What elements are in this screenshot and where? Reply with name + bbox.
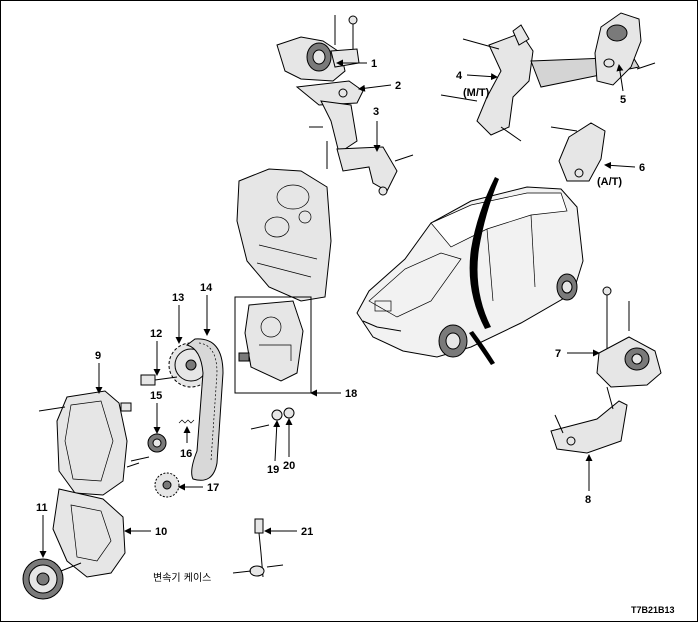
right-engine-mount — [550, 286, 662, 454]
callout-10: 10 — [155, 526, 167, 538]
upper-engine-mount — [276, 15, 414, 196]
callout-17: 17 — [207, 482, 219, 494]
tensioner-pulley — [120, 402, 167, 462]
callout-19: 19 — [267, 464, 279, 476]
engine-block — [236, 168, 332, 302]
car-illustration — [356, 177, 584, 365]
callout-13: 13 — [172, 292, 184, 304]
callout-20: 20 — [283, 460, 295, 472]
callout-8: 8 — [585, 494, 591, 506]
callout-14: 14 — [200, 282, 213, 294]
note-mt: (M/T) — [463, 87, 490, 99]
crankshaft-sprocket — [154, 472, 180, 498]
callout-7: 7 — [555, 348, 561, 360]
callout-2: 2 — [395, 80, 401, 92]
callout-5: 5 — [620, 94, 626, 106]
timing-belt — [185, 338, 224, 481]
callout-21: 21 — [301, 526, 313, 538]
note-transmission-case: 변속기 케이스 — [153, 572, 211, 584]
callout-12: 12 — [150, 328, 162, 340]
callout-16: 16 — [180, 448, 192, 460]
callout-6: 6 — [639, 162, 645, 174]
callout-15: 15 — [150, 390, 162, 402]
transmission-mount — [440, 12, 656, 182]
rear-cover-group — [234, 296, 312, 430]
callout-18: 18 — [345, 388, 357, 400]
timing-cover-upper — [38, 390, 140, 496]
callout-3: 3 — [373, 106, 379, 118]
note-at: (A/T) — [597, 176, 622, 188]
callout-9: 9 — [95, 350, 101, 362]
callout-labels: 1 2 3 4 5 6 7 8 9 10 11 12 13 14 15 16 1… — [36, 58, 675, 615]
timing-cover-lower — [52, 488, 126, 578]
camshaft-bolt — [140, 374, 178, 386]
tensioner-spring — [178, 419, 195, 424]
callout-11: 11 — [36, 502, 48, 514]
speed-sensor — [232, 518, 284, 578]
leader-lines — [39, 59, 636, 558]
crankshaft-pulley — [22, 558, 82, 600]
figure-code: T7B21B13 — [631, 605, 675, 615]
callout-4: 4 — [456, 70, 463, 82]
callout-1: 1 — [371, 58, 377, 70]
